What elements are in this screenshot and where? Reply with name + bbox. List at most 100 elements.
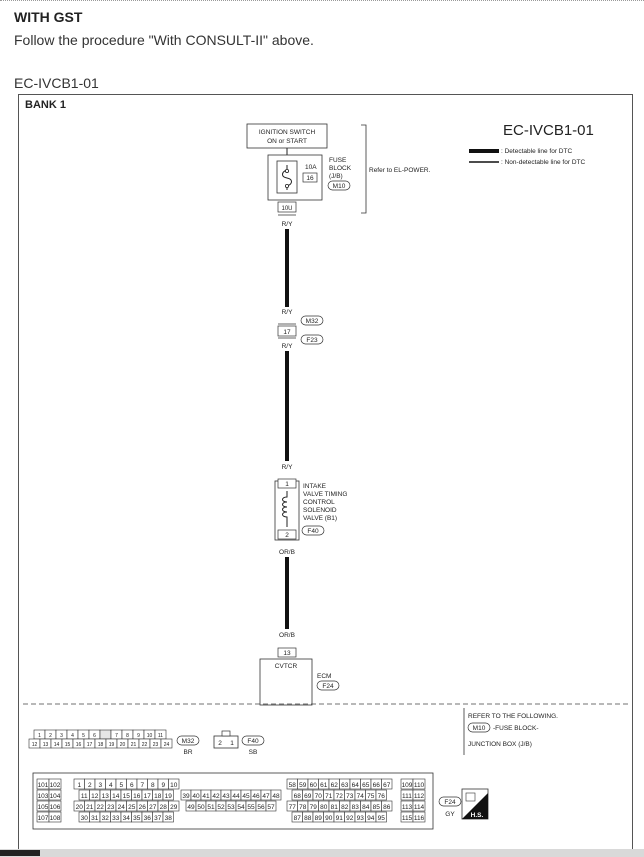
ecm-mid-pin: 46: [252, 793, 260, 800]
ecm-mid-pin: 39: [182, 793, 190, 800]
wire-color-ry-2: R/Y: [282, 309, 294, 316]
ecm-pin: 6: [130, 782, 134, 789]
figure-code: EC-IVCB1-01: [14, 75, 99, 91]
f40-id-oval: [241, 735, 265, 746]
wiring-diagram: BANK 1 EC-IVCB1-01 : Detectable line for…: [18, 94, 633, 852]
f40-color: SB: [249, 749, 258, 756]
ecm-label: ECM: [317, 673, 331, 680]
ecm-right-pin: 89: [315, 815, 323, 822]
ecm-pin: 36: [144, 815, 152, 822]
ecm-mid-pin-cell: [270, 789, 282, 801]
ecm-right-pin: 92: [346, 815, 354, 822]
ecm-pin: 25: [128, 804, 136, 811]
ecm-right-pin: 72: [336, 793, 344, 800]
instruction-text: Follow the procedure "With CONSULT-II" a…: [14, 32, 314, 48]
m32-pin: 13: [43, 742, 49, 748]
joint-conn-top-oval: [300, 315, 324, 326]
ecm-right-pin: 71: [325, 793, 333, 800]
solenoid-connector-oval: [301, 525, 325, 536]
ecm-right-pin: 58: [289, 782, 297, 789]
m32-color: BR: [183, 749, 192, 756]
hs-label: H.S.: [471, 812, 484, 819]
ecm-right-pin: 83: [352, 804, 360, 811]
ecm-left-pin: 106: [50, 804, 61, 811]
ecm-pin: 23: [107, 804, 115, 811]
solenoid-label-3: CONTROL: [303, 499, 335, 506]
ecm-mid-pin: 42: [212, 793, 220, 800]
ecm-pin: 26: [139, 804, 147, 811]
ecm-far-pin-cell: [412, 789, 426, 801]
ecm-far-pin: 109: [402, 782, 413, 789]
m32-id: M32: [182, 738, 195, 745]
joint-terminal-box: [277, 325, 297, 337]
ecm-right-pin: 74: [357, 793, 365, 800]
m32-pin-cell: [160, 738, 173, 749]
ecm-pin: 33: [112, 815, 120, 822]
ecm-pin: 3: [98, 782, 102, 789]
solenoid-coil-icon: [282, 491, 288, 527]
ecm-right-pin-cell: [375, 811, 387, 823]
fuse-connector: M10: [333, 183, 346, 190]
ecm-terminal: 13: [283, 650, 291, 657]
legend-detectable-text: : Detectable line for DTC: [501, 148, 572, 155]
ecm-right-pin: 61: [320, 782, 328, 789]
fuse-number-box: [302, 172, 318, 183]
refer-line-1: REFER TO THE FOLLOWING.: [468, 713, 558, 720]
ecm-pin: 17: [144, 793, 152, 800]
ecm-mid-pin: 41: [202, 793, 210, 800]
ecm-left-pin-cell: [48, 811, 62, 823]
ecm-right-pin: 75: [367, 793, 375, 800]
ecm-right-pin: 60: [310, 782, 318, 789]
ecm-far-pin: 112: [414, 793, 425, 800]
m32-pin: 15: [65, 742, 71, 748]
ecm-pin: 12: [91, 793, 99, 800]
m32-pin: 10: [147, 733, 153, 739]
ecm-pin-cell: [162, 811, 174, 823]
ecm-right-pin: 91: [336, 815, 344, 822]
m32-pin: 16: [76, 742, 82, 748]
ecm-pin: 34: [123, 815, 131, 822]
ecm-right-pin: 63: [341, 782, 349, 789]
ecm-face-color: GY: [445, 811, 455, 818]
ignition-switch-label: IGNITION SWITCH: [259, 129, 316, 136]
m32-pin: 18: [98, 742, 104, 748]
ecm-pin: 21: [86, 804, 94, 811]
fuse-number: 16: [306, 175, 314, 182]
bottom-scrollbar[interactable]: [0, 849, 644, 857]
ecm-mid-pin: 43: [222, 793, 230, 800]
ecm-right-pin: 95: [378, 815, 386, 822]
ecm-pin: 4: [109, 782, 113, 789]
solenoid-term-top: 1: [285, 481, 289, 488]
joint-conn-bottom: F23: [306, 337, 318, 344]
fuse-connector-oval: [327, 180, 351, 191]
ecm-mid-pin: 57: [267, 804, 275, 811]
bottom-scrollbar-thumb[interactable]: [0, 850, 40, 856]
ecm-mid-pin: 51: [207, 804, 215, 811]
ecm-mid-pin: 55: [247, 804, 255, 811]
ecm-left-pin: 104: [50, 793, 61, 800]
ecm-right-pin: 78: [299, 804, 307, 811]
hs-connector-icon: [465, 792, 476, 802]
ecm-pin: 27: [149, 804, 157, 811]
ecm-right-pin: 77: [289, 804, 297, 811]
refer-line-2: -FUSE BLOCK-: [493, 725, 539, 732]
solenoid-label-1: INTAKE: [303, 483, 327, 490]
solenoid-connector: F40: [307, 528, 319, 535]
solenoid-label-2: VALVE TIMING: [303, 491, 347, 498]
ecm-pin: 30: [81, 815, 89, 822]
m32-pin: 1: [38, 733, 41, 739]
joint-conn-top: M32: [306, 318, 319, 325]
solenoid-term-bottom: 2: [285, 532, 289, 539]
ecm-pin-name: CVTCR: [275, 663, 298, 670]
ecm-pin: 28: [160, 804, 168, 811]
solenoid-term-top-box: [277, 478, 297, 489]
diagram-code: EC-IVCB1-01: [503, 122, 594, 139]
ecm-mid-pin: 47: [262, 793, 270, 800]
m32-pin: 23: [153, 742, 159, 748]
fuse-label-2: BLOCK: [329, 165, 352, 172]
terminal-10u-box: [277, 201, 297, 213]
bank-label: BANK 1: [25, 99, 66, 111]
ecm-pin: 29: [170, 804, 178, 811]
ecm-far-pin: 116: [414, 815, 425, 822]
